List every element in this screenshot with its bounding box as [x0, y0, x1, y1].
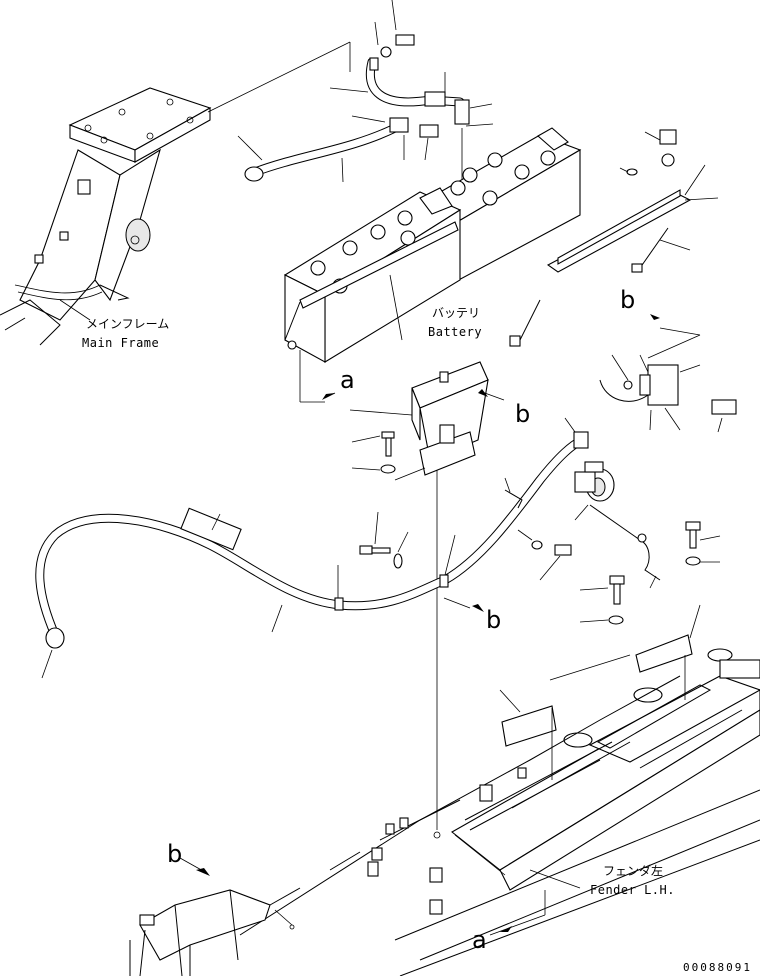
battery-hold-down-rh — [509, 129, 719, 347]
bolts-washers — [351, 431, 721, 625]
view-arrow-label-b-cable: b — [486, 606, 502, 634]
battery-label-en: Battery — [428, 325, 483, 339]
view-arrow-label-a-top: a — [340, 366, 355, 394]
batteries — [283, 127, 582, 363]
battery-cables-top — [237, 0, 494, 205]
view-arrow-label-b-right-top: b — [620, 286, 636, 314]
main-frame-label-jp: メインフレーム — [86, 317, 170, 331]
rubber-pads — [499, 604, 701, 780]
fender-lh — [239, 648, 760, 976]
view-arrow-a-top — [299, 350, 336, 403]
main-frame-leader — [59, 299, 91, 321]
relay-assembly — [574, 461, 661, 589]
battery-cable-main — [35, 417, 589, 679]
fender-leader — [529, 869, 581, 889]
battery-leader — [389, 274, 403, 341]
battery-label-jp: バッテリ — [432, 306, 481, 320]
main-frame-label-en: Main Frame — [82, 336, 160, 350]
view-arrow-label-b-left: b — [167, 840, 183, 868]
fender-label-en: Fender L.H. — [590, 883, 675, 897]
view-arrow-label-a-bottom: a — [472, 926, 487, 954]
view-arrow-a-bottom — [489, 890, 546, 936]
fender-front-bracket — [129, 857, 295, 976]
fender-label-jp: フェンダ左 — [603, 864, 664, 878]
view-arrow-label-b-bracket: b — [515, 400, 531, 428]
battery-relay — [599, 314, 737, 433]
document-id: 00088091 — [683, 961, 752, 974]
main-frame — [0, 87, 212, 346]
battery-relay-bracket — [349, 361, 505, 839]
